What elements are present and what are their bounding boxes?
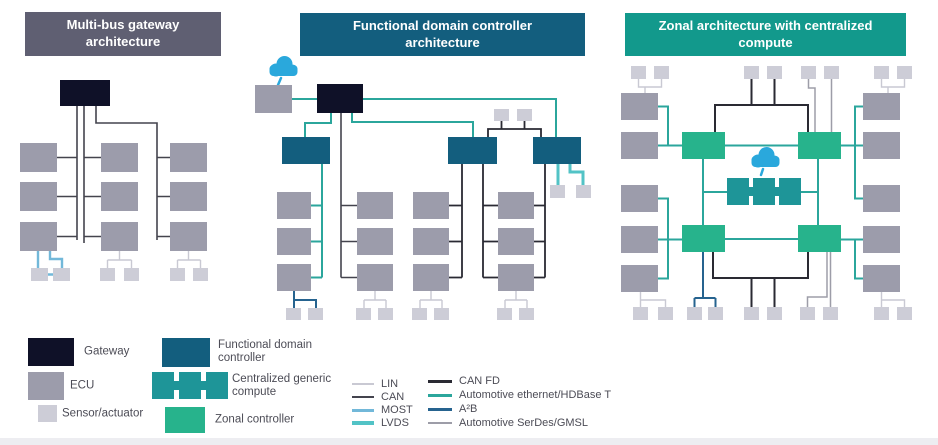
most-line-swatch [352, 408, 374, 412]
legend-label-fdc: Functional domain controller [218, 339, 312, 365]
zonal-controller-boxes [682, 132, 841, 252]
canfd-lines [712, 79, 809, 307]
ecu-boxes [277, 192, 534, 291]
ecu-boxes [621, 93, 900, 292]
lin-lines [637, 79, 906, 307]
diagram-title-multibus: Multi-bus gateway architecture [25, 12, 221, 56]
cloud-icon [751, 147, 780, 177]
serdes-line-swatch [428, 422, 452, 424]
a2b-lines [693, 252, 717, 307]
serdes-lines [806, 79, 833, 307]
sensor-boxes [286, 109, 591, 320]
functional-domain-controller-swatch [162, 338, 210, 367]
lvds-lines [556, 164, 585, 185]
legend-label-a2b: A²B [459, 403, 478, 415]
centralized-compute-swatch [152, 372, 228, 399]
gateway-box [317, 84, 363, 113]
ethernet-line-swatch [428, 394, 452, 397]
domain-diagram [255, 56, 591, 320]
a2b-lines [293, 291, 317, 308]
sensor-swatch [38, 405, 57, 422]
page-edge-strip [0, 438, 938, 445]
ecu-boxes [20, 143, 207, 251]
gateway-swatch [28, 338, 74, 366]
sensor-boxes [31, 268, 208, 281]
can-line-swatch [352, 396, 374, 398]
legend-label-most: MOST [381, 404, 413, 416]
lin-lines [106, 251, 202, 268]
legend-label-canfd: CAN FD [459, 375, 500, 387]
ethernet-lines [658, 105, 863, 280]
a2b-line-swatch [428, 408, 452, 411]
legend-label-zonal: Zonal controller [215, 413, 295, 426]
ecu-swatch [28, 372, 64, 400]
sensor-boxes [631, 66, 912, 320]
legend-label-compute: Centralized generic compute [232, 373, 332, 399]
legend-label-gateway: Gateway [84, 345, 130, 358]
legend-label-can: CAN [381, 391, 405, 403]
lin-line-swatch [352, 383, 374, 385]
legend-label-serdes: Automotive SerDes/GMSL [459, 417, 588, 429]
centralized-compute-boxes [727, 178, 801, 205]
legend-label-sensor: Sensor/actuator [62, 406, 144, 419]
canfd-line-swatch [428, 380, 452, 383]
can-lines [340, 113, 357, 279]
can-bus-lines [57, 106, 170, 243]
zonal-diagram [621, 66, 912, 320]
diagram-title-zonal: Zonal architecture with centralized comp… [625, 13, 906, 56]
legend-label-ecu: ECU [70, 379, 95, 392]
multibus-diagram [20, 80, 208, 281]
legend-label-lvds: LVDS [381, 417, 409, 429]
canfd-lines [449, 121, 546, 279]
gateway-box [60, 80, 110, 106]
legend-label-lin: LIN [381, 378, 399, 390]
diagram-title-domain: Functional domain controller architectur… [300, 13, 585, 56]
lin-lines [363, 291, 528, 308]
zonal-controller-swatch [165, 407, 205, 433]
ethernet-lines [291, 98, 557, 279]
domain-controller-boxes [282, 137, 581, 164]
cloud-icon [269, 56, 298, 87]
connectivity-ecu-box [255, 85, 292, 113]
lvds-line-swatch [352, 421, 374, 425]
legend-label-ethernet: Automotive ethernet/HDBase T [459, 389, 612, 401]
